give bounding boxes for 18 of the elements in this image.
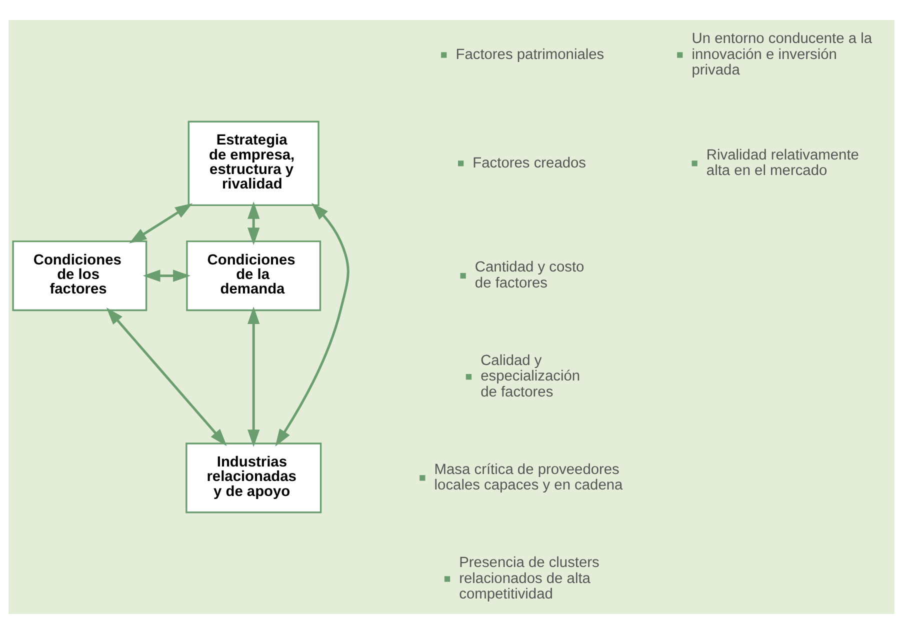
label: Calidad y especialización de factores bbox=[480, 352, 580, 400]
arrow bbox=[248, 200, 260, 245]
arrow bbox=[129, 202, 192, 243]
node-box: Estrategia de empresa, estructura y rivalidad bbox=[188, 120, 320, 206]
label: Factores creados bbox=[472, 154, 586, 171]
label: Factores patrimoniales bbox=[456, 46, 604, 62]
arrow bbox=[106, 307, 227, 446]
arrow bbox=[275, 202, 350, 446]
arrow bbox=[142, 269, 190, 282]
node-box: Industrias relacionadas y de apoyo bbox=[186, 442, 322, 513]
node-box: Condiciones de la demanda bbox=[186, 240, 322, 311]
node-box: Condiciones de los factores bbox=[12, 240, 148, 311]
label: Un entorno conducente a la innovación e inversión privada bbox=[692, 30, 872, 78]
arrow bbox=[248, 306, 260, 446]
label: Cantidad y costo de factores bbox=[474, 259, 584, 292]
label: Rivalidad relativamente alta en el mercado bbox=[706, 146, 859, 179]
label: Masa crítica de proveedores locales capaces y en cadena bbox=[434, 461, 623, 494]
label: Presencia de clusters relacionados de alta competitividad bbox=[459, 554, 600, 602]
